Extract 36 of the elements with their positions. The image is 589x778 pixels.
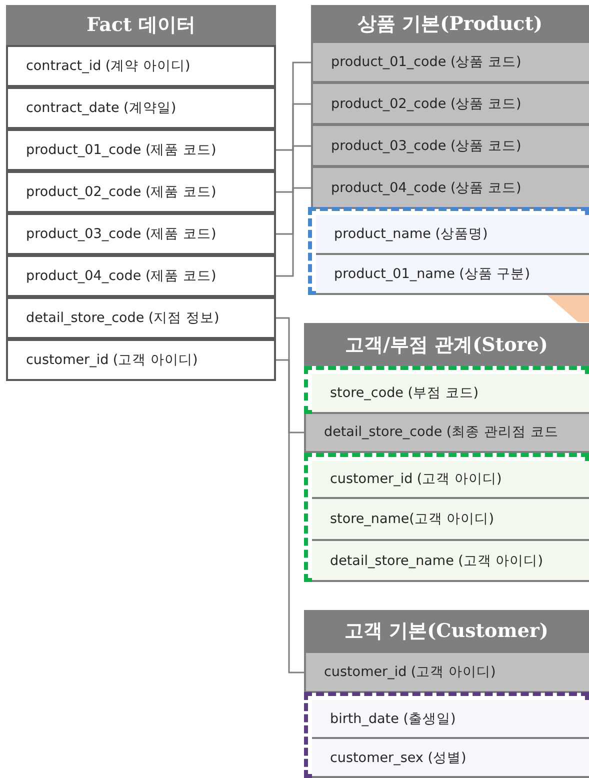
table-row: detail_store_code (지점 정보) <box>6 297 276 339</box>
connector-line <box>276 62 311 151</box>
dashed-outline <box>308 207 589 295</box>
connector-line <box>276 103 311 193</box>
table-row: detail_store_code (최종 관리점 코드 <box>304 412 589 453</box>
table-row: store_name(고객 아이디) <box>312 499 589 541</box>
table-row: store_code (부점 코드) <box>312 374 589 414</box>
table-row: product_01_code (제품 코드) <box>6 129 276 171</box>
table-row: product_04_code (상품 코드) <box>311 167 589 209</box>
table-row: contract_id (계약 아이디) <box>6 45 276 87</box>
table-header: 상품 기본(Product) <box>311 5 589 42</box>
table-header: 고객 기본(Customer) <box>304 610 589 652</box>
connector-line <box>276 317 304 434</box>
table-row: product_name (상품명) <box>316 215 589 255</box>
table-row: birth_date (출생일) <box>312 700 589 739</box>
table-row: product_02_code (제품 코드) <box>6 171 276 213</box>
table-row: product_01_name (상품 구분) <box>316 255 589 295</box>
connector-line <box>276 145 311 235</box>
dashed-outline <box>304 692 589 778</box>
table-row: product_01_code (상품 코드) <box>311 42 589 83</box>
table-row: product_03_code (제품 코드) <box>6 213 276 255</box>
connector-line <box>276 187 311 277</box>
table-row: customer_id (고객 아이디) <box>312 461 589 499</box>
table-row: detail_store_name (고객 아이디) <box>312 541 589 582</box>
table-row: product_02_code (상품 코드) <box>311 83 589 125</box>
table-row: product_04_code (제품 코드) <box>6 255 276 297</box>
table-row: product_03_code (상품 코드) <box>311 125 589 167</box>
dashed-outline <box>304 453 589 582</box>
dashed-outline <box>304 366 589 414</box>
connector-line <box>276 359 304 674</box>
table-header: 고객/부점 관계(Store) <box>304 323 589 366</box>
table-row: customer_sex (성별) <box>312 739 589 778</box>
table-row: customer_id (고객 아이디) <box>304 652 589 693</box>
table-row: contract_date (계약일) <box>6 87 276 129</box>
table-row: customer_id (고객 아이디) <box>6 339 276 381</box>
table-header: Fact 데이터 <box>6 5 276 45</box>
